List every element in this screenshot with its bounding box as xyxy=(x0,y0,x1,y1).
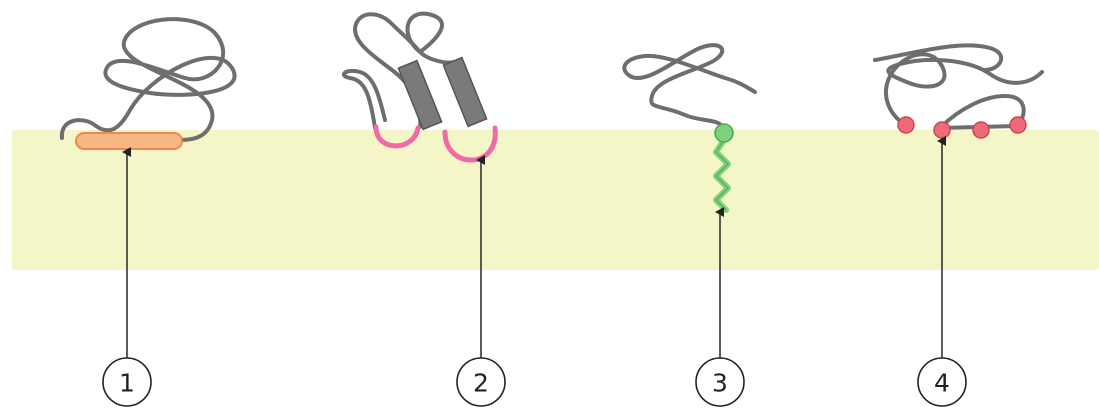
helix-segment-1 xyxy=(397,59,443,131)
marker-1-label: 1 xyxy=(119,369,135,398)
protein-2-chain xyxy=(341,11,457,130)
amphipathic-helix xyxy=(75,132,183,150)
helix-segment-2 xyxy=(442,56,488,128)
membrane-band xyxy=(12,130,1099,270)
charged-residue-3 xyxy=(972,121,990,139)
charged-residue-2 xyxy=(933,121,951,139)
protein-3-lipid-anchor xyxy=(622,43,757,213)
protein-1-amphipathic-helix xyxy=(59,17,237,150)
marker-2: 2 xyxy=(456,357,506,407)
marker-4: 4 xyxy=(917,357,967,407)
marker-3: 3 xyxy=(695,357,745,407)
hydrophobic-loop-2 xyxy=(442,125,498,163)
protein-3-chain xyxy=(622,43,757,132)
charged-residue-4 xyxy=(1009,116,1027,134)
lipid-anchor-head xyxy=(714,123,734,143)
marker-1: 1 xyxy=(102,357,152,407)
charged-residue-1 xyxy=(897,116,915,134)
protein-1-chain xyxy=(59,17,237,142)
marker-3-label: 3 xyxy=(712,369,728,398)
protein-4-electrostatic xyxy=(873,43,1044,139)
hydrophobic-loop-1 xyxy=(373,124,421,149)
protein-2-hydrophobic-loops xyxy=(341,11,498,163)
marker-2-label: 2 xyxy=(473,369,489,398)
marker-4-label: 4 xyxy=(934,369,950,398)
